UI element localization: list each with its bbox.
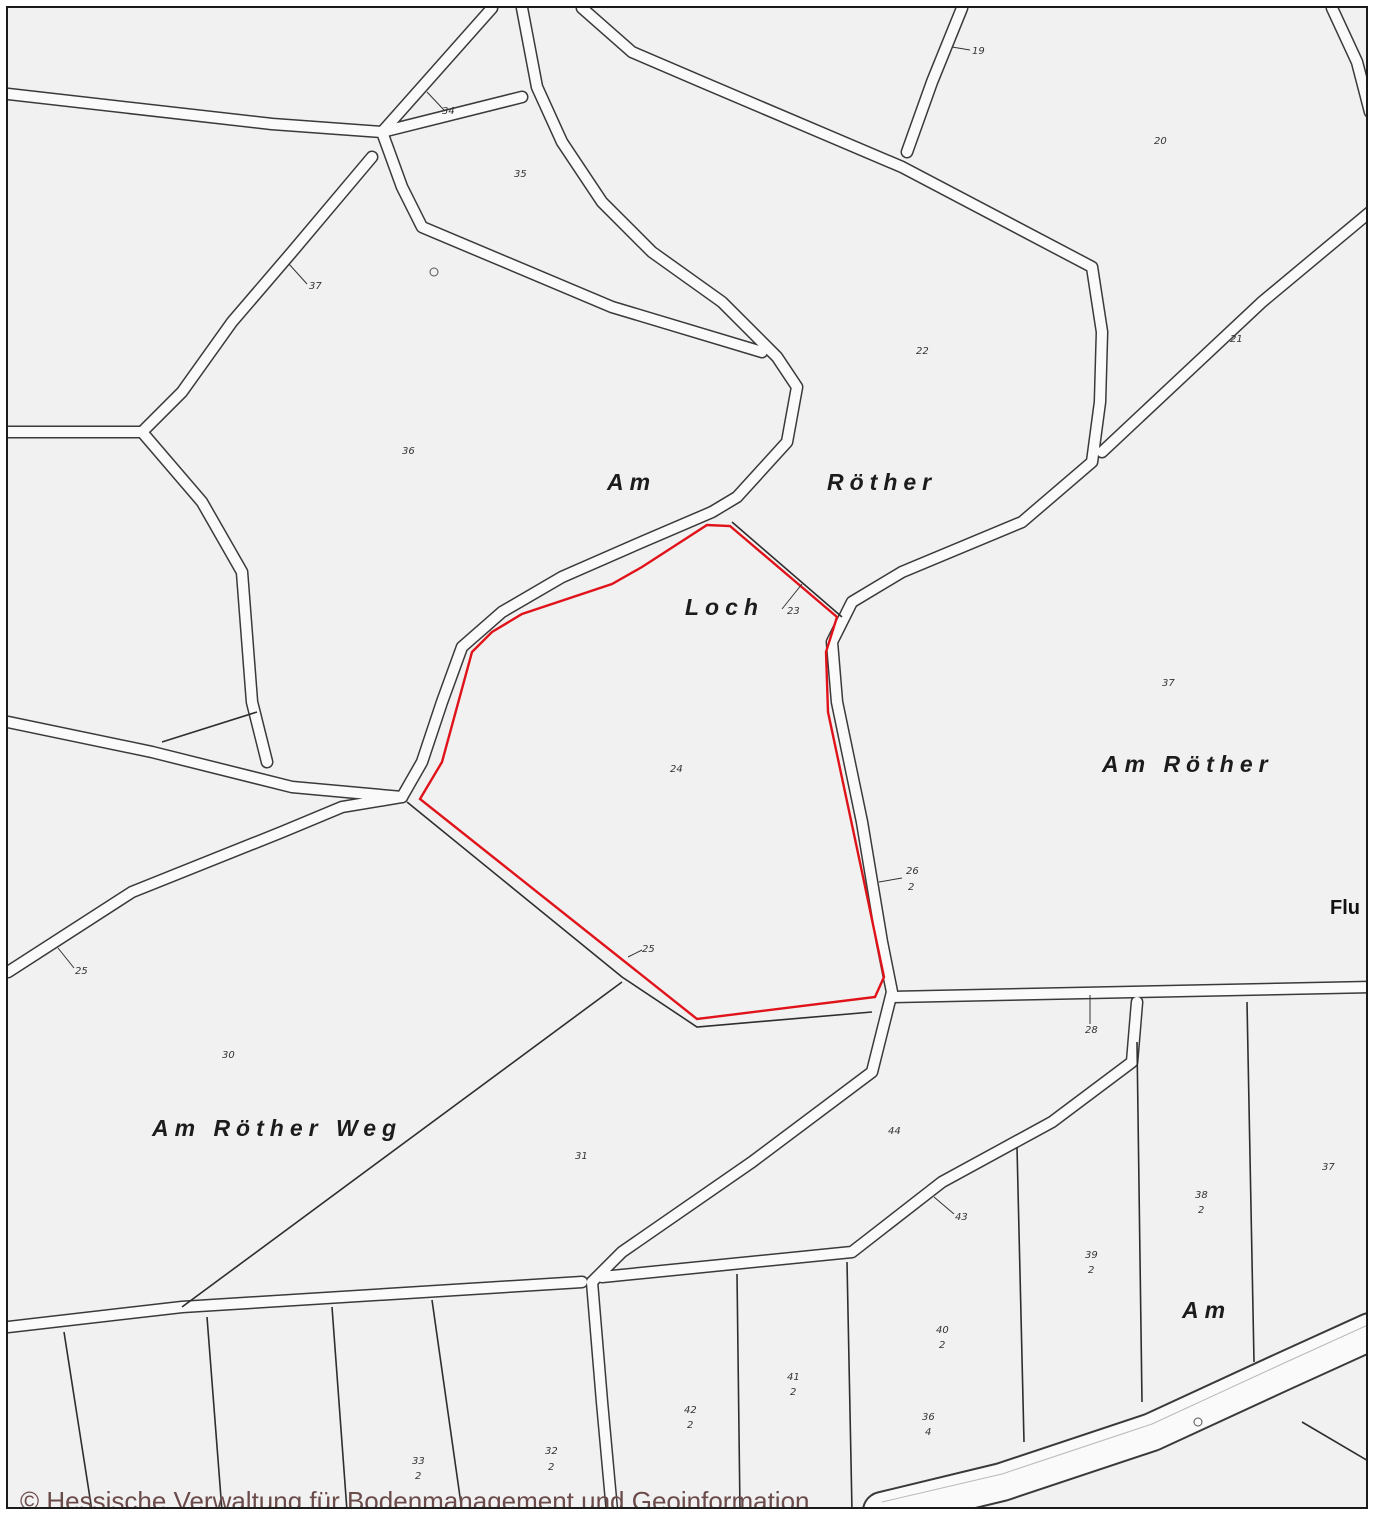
parcel-numbers: 19 20 21 22 23 24 25 25 26 2 28 30 31 32… <box>75 46 1335 1482</box>
parcel-42-numerator: 42 <box>684 1405 697 1416</box>
parcel-32-denominator: 2 <box>548 1462 554 1473</box>
parcel-31: 31 <box>575 1151 588 1162</box>
parcel-38-denominator: 2 <box>1198 1205 1204 1216</box>
parcel-41-denominator: 2 <box>790 1387 796 1398</box>
parcel-37-far: 37 <box>1322 1162 1335 1173</box>
parcel-40-numerator: 40 <box>936 1325 949 1336</box>
parcel-26-numerator: 26 <box>906 866 919 877</box>
highlighted-parcel-outline <box>418 523 886 1021</box>
parcel-34: 34 <box>442 106 455 117</box>
parcel-25-left: 25 <box>75 966 88 977</box>
parcel-39-numerator: 39 <box>1085 1250 1098 1261</box>
parcel-36-4-denominator: 4 <box>925 1427 931 1438</box>
survey-markers <box>429 267 1203 1427</box>
cadastral-map: 19 20 21 22 23 24 25 25 26 2 28 30 31 32… <box>6 6 1368 1509</box>
field-name-am-bottom-right: Am <box>1181 1297 1231 1323</box>
parcel-22: 22 <box>916 346 929 357</box>
field-name-loch: Loch <box>685 594 764 620</box>
parcel-36-4-numerator: 36 <box>922 1412 935 1423</box>
parcel-21-right: 21 <box>1230 334 1243 345</box>
parcel-44: 44 <box>888 1126 901 1137</box>
parcel-boundaries <box>63 521 1366 1507</box>
parcel-19: 19 <box>972 46 985 57</box>
field-name-roether-top: Röther <box>827 469 937 495</box>
parcel-35: 35 <box>514 169 527 180</box>
parcel-36: 36 <box>402 446 415 457</box>
parcel-25-road: 25 <box>642 944 655 955</box>
field-name-am-top: Am <box>606 469 656 495</box>
main-road-center <box>881 1325 1366 1503</box>
main-road-inner <box>864 1314 1366 1507</box>
parcel-23: 23 <box>787 606 800 617</box>
parcel-43: 43 <box>955 1212 968 1223</box>
parcel-26-denominator: 2 <box>908 882 914 893</box>
parcel-39-denominator: 2 <box>1088 1265 1094 1276</box>
parcel-33-numerator: 33 <box>412 1456 425 1467</box>
field-names: Am Röther Loch Am Röther Am Röther Weg A… <box>151 469 1360 1323</box>
field-name-am-roether-weg: Am Röther Weg <box>151 1115 402 1141</box>
parcel-40-denominator: 2 <box>939 1340 945 1351</box>
field-name-flu-cut: Flu <box>1330 897 1360 919</box>
map-canvas: 19 20 21 22 23 24 25 25 26 2 28 30 31 32… <box>8 8 1366 1507</box>
copyright-notice: © Hessische Verwaltung für Bodenmanageme… <box>20 1486 810 1509</box>
parcel-20: 20 <box>1154 136 1167 147</box>
parcel-32-numerator: 32 <box>545 1446 558 1457</box>
number-pointers <box>57 46 1091 1215</box>
parcel-28: 28 <box>1085 1025 1098 1036</box>
parcel-37-left: 37 <box>309 281 322 292</box>
parcel-30: 30 <box>222 1050 235 1061</box>
field-name-am-roether-right: Am Röther <box>1101 751 1274 777</box>
parcel-41-numerator: 41 <box>787 1372 800 1383</box>
parcel-37-right: 37 <box>1162 678 1175 689</box>
roads <box>8 8 1366 1507</box>
parcel-38-numerator: 38 <box>1195 1190 1208 1201</box>
parcel-42-denominator: 2 <box>687 1420 693 1431</box>
parcel-24: 24 <box>670 764 683 775</box>
parcel-33-denominator: 2 <box>415 1471 421 1482</box>
